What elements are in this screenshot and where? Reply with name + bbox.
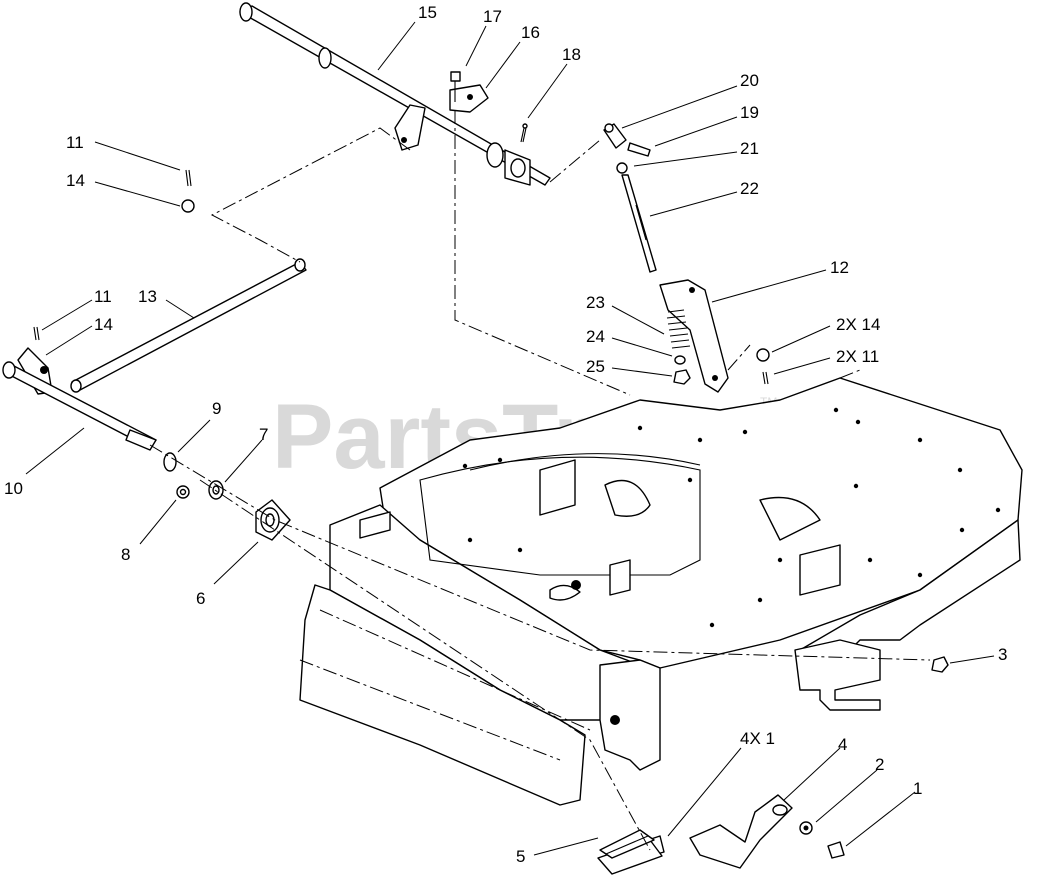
washer-2 bbox=[799, 821, 813, 835]
callout-7: 7 bbox=[259, 425, 268, 444]
clevis-20 bbox=[603, 123, 627, 149]
callout-24: 24 bbox=[586, 327, 605, 346]
callout-8: 8 bbox=[121, 545, 130, 564]
callout-4: 4 bbox=[838, 735, 847, 754]
callout-20: 20 bbox=[740, 71, 759, 90]
callout-4x1: 4X 1 bbox=[740, 729, 775, 748]
washer-9 bbox=[163, 452, 177, 472]
pedal-arm-4 bbox=[689, 794, 793, 869]
callout-6: 6 bbox=[196, 589, 205, 608]
clamp-16 bbox=[449, 84, 489, 113]
nut-8 bbox=[176, 485, 190, 499]
cotter-11-lower bbox=[33, 326, 40, 341]
callout-13: 13 bbox=[138, 287, 157, 306]
shaft-10 bbox=[2, 361, 157, 451]
nut-3 bbox=[931, 656, 949, 673]
washer-14-upper bbox=[181, 199, 195, 213]
callout-14-upper: 14 bbox=[66, 171, 85, 190]
callout-15: 15 bbox=[418, 3, 437, 22]
callout-18: 18 bbox=[562, 45, 581, 64]
shaft-15 bbox=[239, 2, 551, 186]
callout-12: 12 bbox=[830, 258, 849, 277]
rod-22 bbox=[621, 174, 657, 273]
callout-16: 16 bbox=[521, 23, 540, 42]
callout-25: 25 bbox=[586, 357, 605, 376]
callout-2x11: 2X 11 bbox=[836, 347, 879, 366]
cotter-18 bbox=[520, 123, 528, 143]
callout-14-lower: 14 bbox=[94, 315, 113, 334]
spring-23 bbox=[666, 309, 691, 349]
callout-2: 2 bbox=[875, 755, 884, 774]
bolt-1 bbox=[827, 841, 845, 859]
callout-3: 3 bbox=[998, 645, 1007, 664]
callout-11-upper: 11 bbox=[66, 133, 84, 152]
callout-21: 21 bbox=[740, 139, 759, 158]
callout-2x14: 2X 14 bbox=[836, 315, 880, 334]
nut-21 bbox=[616, 162, 628, 174]
callout-22: 22 bbox=[740, 179, 759, 198]
leader-lines bbox=[25, 21, 995, 856]
frame-chassis bbox=[299, 377, 1023, 806]
callout-19: 19 bbox=[740, 103, 759, 122]
bolt-17 bbox=[450, 71, 461, 102]
pedal-pad-5 bbox=[597, 829, 663, 875]
washer-24 bbox=[674, 355, 686, 365]
callout-10: 10 bbox=[4, 479, 23, 498]
washer-7 bbox=[208, 480, 224, 500]
pin-19 bbox=[627, 142, 651, 157]
cotter-11-upper bbox=[185, 169, 192, 187]
cotter-2x11 bbox=[762, 371, 769, 385]
callout-23: 23 bbox=[586, 293, 605, 312]
callout-5: 5 bbox=[516, 847, 525, 866]
nut-25 bbox=[673, 369, 691, 385]
washer-2x14 bbox=[756, 348, 770, 362]
callout-1: 1 bbox=[913, 779, 922, 798]
callout-9: 9 bbox=[212, 399, 221, 418]
callout-17: 17 bbox=[483, 7, 502, 26]
bearing-flange-6 bbox=[255, 499, 291, 541]
callout-labels: 15 17 16 18 20 19 21 22 11 14 12 11 13 1… bbox=[4, 3, 1007, 866]
rod-13 bbox=[70, 258, 307, 393]
phantom-lines bbox=[149, 110, 931, 851]
callout-11-lower: 11 bbox=[94, 287, 112, 306]
